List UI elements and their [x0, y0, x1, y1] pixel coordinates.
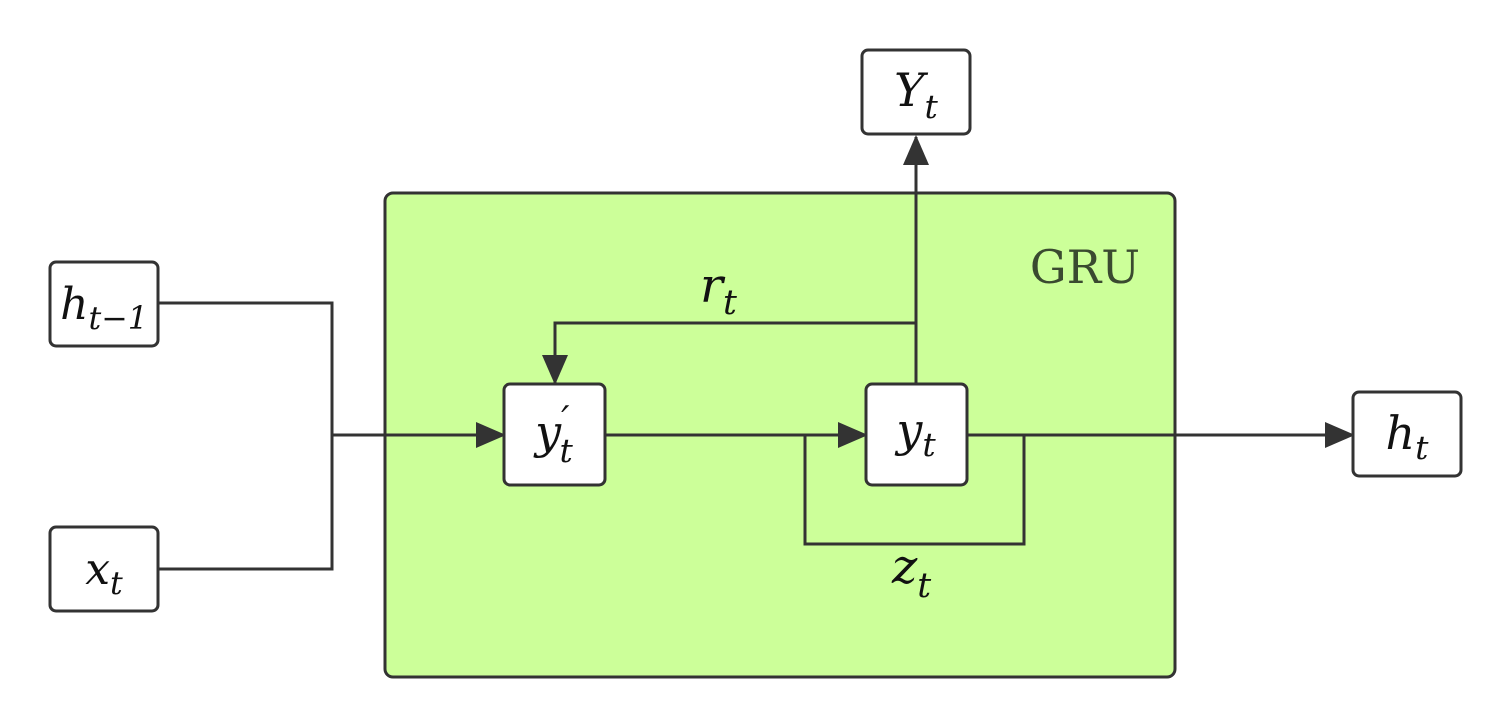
node-Y-t: Yt [860, 48, 972, 136]
z-t-loop-wire [803, 435, 1026, 546]
node-y-t-label: yt [894, 403, 936, 464]
r-t-feedback-arrow [542, 321, 916, 385]
x-t-wire [158, 435, 334, 571]
z-t-label: zt [891, 539, 931, 606]
node-h-prev: ht−1 [48, 260, 160, 348]
gru-label: GRU [1030, 240, 1140, 294]
node-y-t: yt [864, 382, 969, 487]
node-x-t: xt [48, 525, 160, 613]
h-prev-wire [158, 301, 334, 435]
node-Y-t-label: Yt [894, 63, 938, 126]
node-h-prev-label: ht−1 [60, 279, 148, 337]
node-h-t-label: ht [1386, 406, 1430, 467]
node-y-prime-label: y′t [533, 398, 573, 470]
node-y-prime: y′t [502, 382, 607, 487]
r-t-label: rt [700, 258, 737, 323]
node-h-t: ht [1351, 390, 1463, 478]
node-x-t-label: xt [85, 544, 123, 602]
